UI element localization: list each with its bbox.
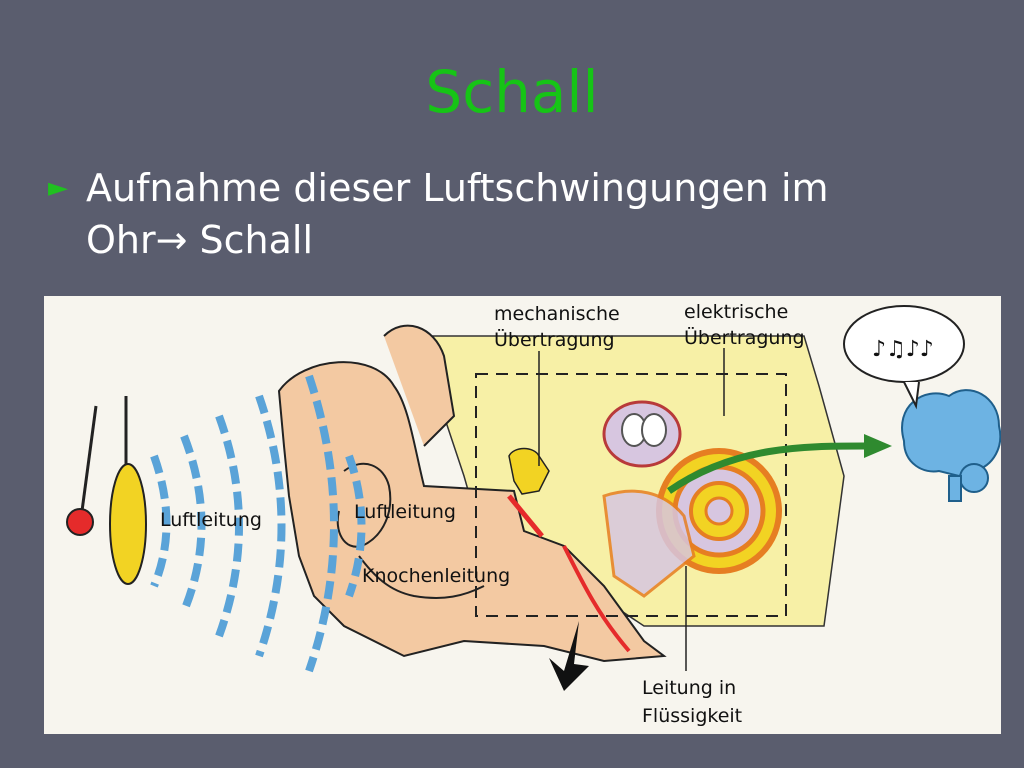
label-electrical-1: elektrische [684, 301, 788, 323]
tuning-fork-icon [66, 396, 147, 585]
bullet-text-line-1: Aufnahme dieser Luftschwingungen im [86, 166, 829, 210]
down-arrow-icon [549, 621, 589, 691]
label-air-conduction-outer: Luftleitung [160, 509, 262, 531]
vestibule [602, 489, 696, 598]
thought-bubble: ♪♫♪♪ [843, 305, 965, 410]
bullet-triangle-icon: ► [48, 173, 68, 203]
label-mechanical-2: Übertragung [494, 328, 615, 351]
music-notes-icon: ♪♫♪♪ [872, 337, 934, 362]
bullet-text: Aufnahme dieser Luftschwingungen im Ohr→… [86, 162, 946, 266]
label-air-conduction-inner: Luftleitung [354, 501, 456, 523]
label-fluid-conduction-2: Flüssigkeit [642, 705, 742, 727]
semicircular-canals [602, 400, 682, 468]
label-electrical-2: Übertragung [684, 326, 805, 349]
label-mechanical-1: mechanische [494, 303, 620, 325]
bullet-text-line-2: Ohr→ Schall [86, 218, 314, 262]
sound-waves [150, 374, 366, 673]
signal-arrow [667, 442, 865, 494]
slide-title: Schall [425, 58, 599, 126]
ear-canal-inner [336, 462, 392, 548]
label-bone-conduction: Knochenleitung [362, 565, 510, 587]
eardrum [507, 494, 544, 538]
signal-arrow-head-icon [864, 434, 892, 458]
brain-icon [901, 389, 1001, 502]
ear-diagram: ♪♫♪♪ mechanische Übertragung elektrische… [44, 296, 1001, 734]
ear-lobe [358, 555, 485, 599]
skin-upper [383, 324, 456, 447]
ear-diagram-svg: ♪♫♪♪ mechanische Übertragung elektrische… [66, 301, 1001, 727]
label-fluid-conduction-1: Leitung in [642, 677, 736, 699]
outer-ear [277, 361, 667, 663]
middle-inner-ear-box [475, 373, 787, 617]
eustachian-tube [562, 545, 631, 653]
